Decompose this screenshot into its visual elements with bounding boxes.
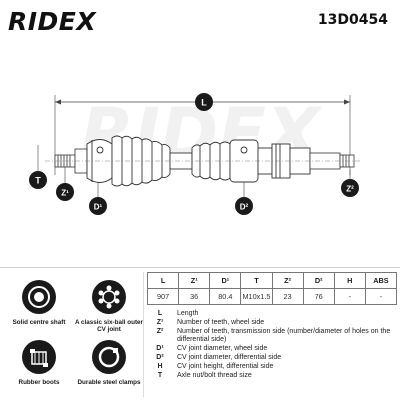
legend-row: D² CV joint diameter, differential side (152, 354, 397, 363)
spec-value-cell: - (364, 288, 398, 305)
length-marker-label: L (201, 98, 207, 108)
spec-value-cell: - (333, 288, 366, 305)
legend-description: Number of teeth, transmission side (numb… (177, 327, 391, 344)
legend-row: Z² Number of teeth, transmission side (n… (152, 328, 397, 346)
length-marker (195, 93, 213, 111)
feature-steel-clamps: Durable steel clamps (74, 340, 144, 386)
spec-value-cell: 80.4 (209, 288, 242, 305)
solid-shaft-icon (22, 280, 56, 314)
legend-symbol: Z¹ (156, 318, 164, 326)
legend-row: D¹ CV joint diameter, wheel side (152, 345, 397, 354)
teeth-diff-marker-label: Z² (346, 185, 354, 194)
spec-header-row: L Z¹ D¹ T Z² D² H ABS (146, 272, 398, 289)
brand-logo: RIDEX (8, 7, 97, 36)
steel-clamp-icon (92, 340, 126, 374)
legend-symbol: D² (156, 353, 164, 361)
spec-value-cell: M10x1.5 (240, 288, 273, 305)
spec-value-cell: 76 (302, 288, 335, 305)
legend-symbol: H (157, 362, 163, 370)
thread-marker-label: T (35, 176, 41, 186)
joint-diff-marker (235, 197, 253, 215)
feature-label: Solid centre shaft (12, 319, 66, 326)
joint-wheel-marker (89, 197, 107, 215)
teeth-wheel-marker-label: Z¹ (61, 189, 69, 198)
spec-value-row: 907 36 80.4 M10x1.5 23 76 - - (146, 288, 398, 305)
legend-description: Length (177, 310, 199, 317)
feature-label: A classic six-ball outer CV joint (74, 319, 143, 333)
spec-value-cell: 23 (271, 288, 304, 305)
legend-description: CV joint diameter, wheel side (177, 345, 268, 353)
teeth-diff-marker (341, 179, 359, 197)
spec-header-cell: L (146, 272, 180, 289)
spec-value-cell: 36 (178, 288, 211, 305)
spec-table: L Z¹ D¹ T Z² D² H ABS 907 36 80.4 M10x1.… (146, 272, 398, 305)
legend-row: Z¹ Number of teeth, wheel side (152, 319, 397, 328)
six-ball-joint-icon (92, 280, 126, 314)
rubber-boot-icon (22, 340, 56, 374)
legend-row: T Axle nut/bolt thread size (152, 372, 397, 381)
legend-description: Axle nut/bolt thread size (177, 371, 252, 379)
divider (0, 267, 400, 268)
spec-header-cell: Z¹ (178, 272, 211, 289)
spec-header-cell: H (333, 272, 366, 289)
spec-header-cell: Z² (271, 272, 304, 289)
legend-symbol: Z² (156, 327, 164, 335)
spec-header-cell: D¹ (209, 272, 242, 289)
spec-header-cell: D² (302, 272, 335, 289)
joint-diff-marker-label: D² (240, 203, 249, 212)
thread-marker (29, 171, 47, 189)
joint-wheel-marker-label: D¹ (94, 203, 103, 212)
dimension-legend: L Length Z¹ Number of teeth, wheel side … (152, 310, 397, 380)
legend-symbol: D¹ (156, 345, 164, 353)
legend-description: CV joint diameter, differential side (177, 353, 282, 361)
part-number: 13D0454 (317, 12, 388, 28)
legend-symbol: T (157, 371, 163, 379)
legend-row: H CV joint height, differential side (152, 363, 397, 372)
feature-rubber-boots: Rubber boots (4, 340, 74, 386)
spec-header-cell: T (240, 272, 273, 289)
feature-six-ball-joint: A classic six-ball outer CV joint (74, 280, 144, 333)
section-separator (143, 272, 144, 397)
legend-description: CV joint height, differential side (177, 362, 274, 370)
feature-solid-shaft: Solid centre shaft (4, 280, 74, 326)
legend-row: L Length (152, 310, 397, 319)
legend-description: Number of teeth, wheel side (177, 318, 265, 326)
drive-shaft-drawing: RIDEX L (29, 93, 360, 215)
feature-label: Rubber boots (18, 379, 60, 386)
feature-icons: Solid centre shaft A classic six-ball ou… (0, 272, 143, 400)
feature-label: Durable steel clamps (77, 379, 141, 386)
spec-header-cell: ABS (364, 272, 398, 289)
teeth-wheel-marker (56, 183, 74, 201)
header: RIDEX 13D0454 (0, 0, 400, 40)
legend-symbol: L (157, 310, 163, 317)
spec-value-cell: 907 (146, 288, 180, 305)
inner-cv-joint (229, 139, 311, 183)
